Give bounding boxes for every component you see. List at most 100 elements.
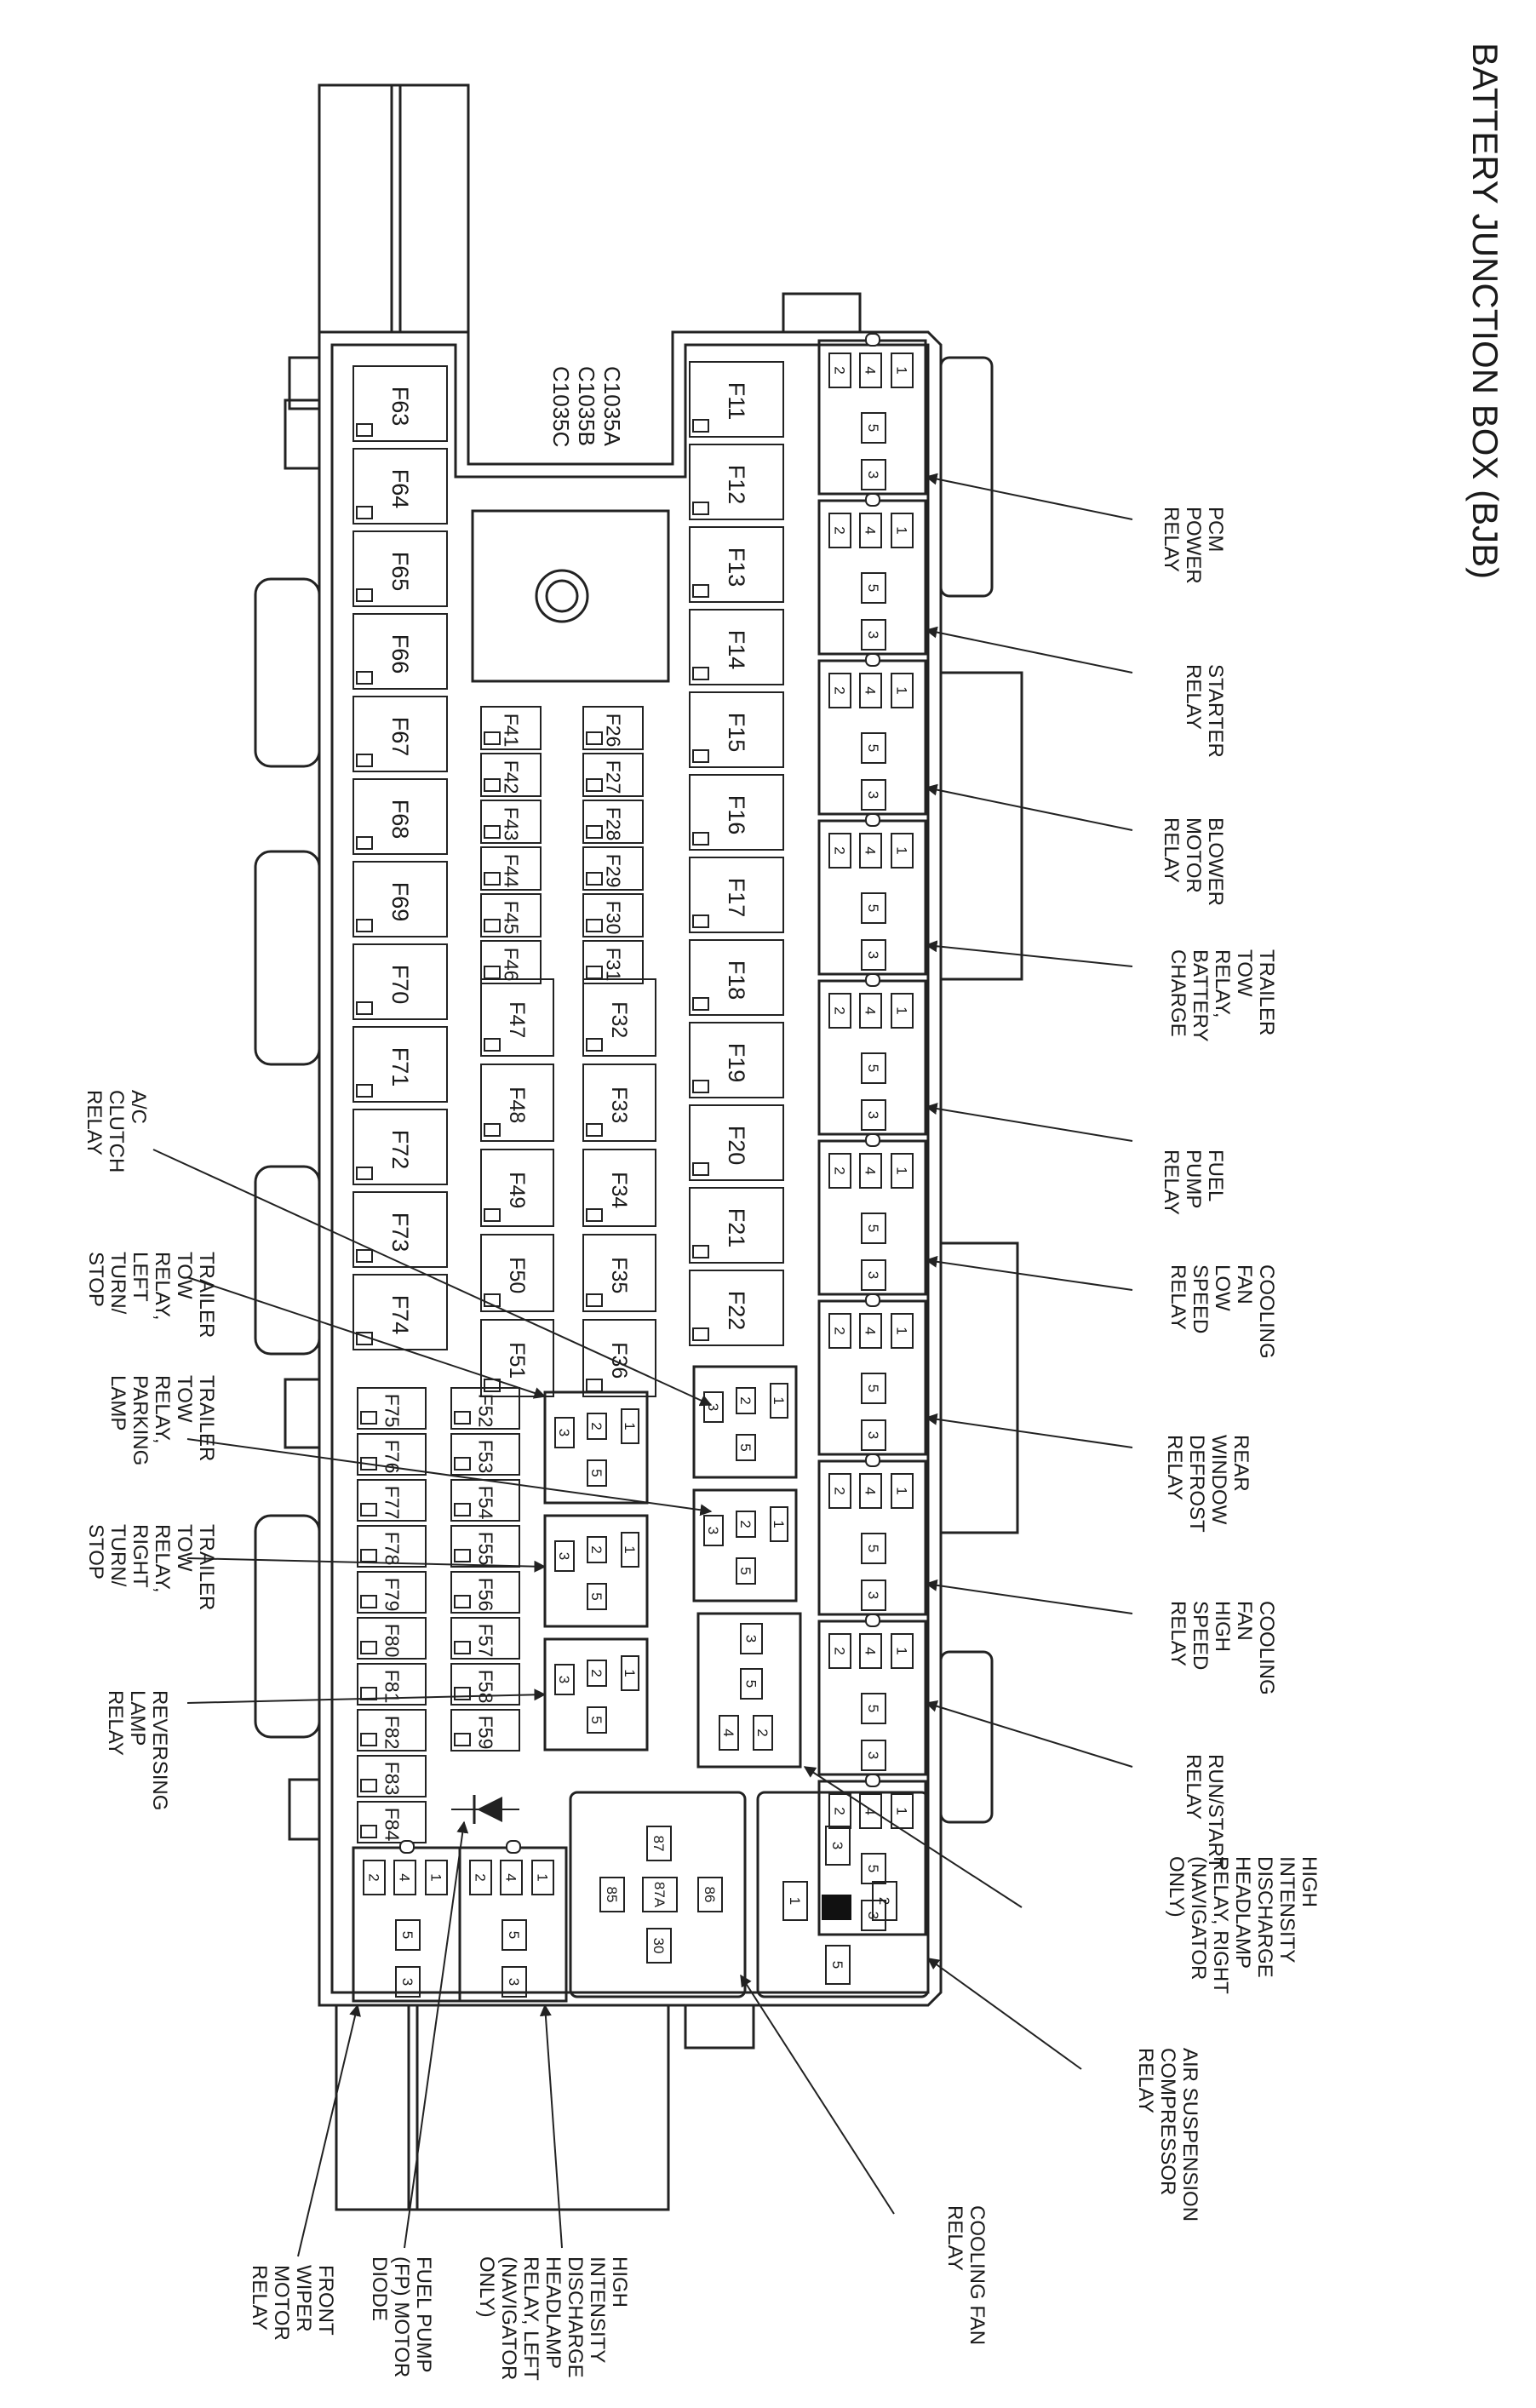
fuse-label: F30 [602, 901, 624, 935]
fuse-f42: F42 [480, 753, 542, 797]
callout-label: FRONT [314, 2265, 337, 2336]
fuse-label: F41 [500, 714, 522, 748]
relay-pin-label: 1 [622, 1422, 638, 1430]
callout-label: RELAY, [151, 1252, 174, 1321]
callout-label: HEADLAMP [542, 2256, 565, 2369]
relay-pin-label: 1 [894, 366, 910, 374]
fuse-layer: F63F64F65F66F67F68F69F70F71F72F73F74F11F… [352, 361, 784, 1843]
relay-pin-label: 4 [863, 526, 879, 534]
relay-pin-label: 4 [863, 686, 879, 694]
fuse-f43: F43 [480, 800, 542, 844]
callout-label: RELAY [1134, 2048, 1157, 2113]
callout-label: PCM [1204, 507, 1227, 552]
callout-label: INTENSITY [586, 2256, 609, 2363]
relay-pin-label: 3 [865, 791, 881, 799]
fuse-label: F73 [387, 1213, 413, 1253]
fuse-f12: F12 [689, 444, 784, 520]
callout-label: DISCHARGE [1253, 1856, 1276, 1978]
fuse-f19: F19 [689, 1022, 784, 1098]
relay-pin-label: 3 [399, 1978, 416, 1986]
fuse-f51: F51 [480, 1319, 554, 1397]
fuse-label: F79 [381, 1578, 403, 1612]
callout-label: FAN [1233, 1601, 1256, 1641]
fuse-label: F51 [505, 1342, 529, 1379]
fuse-f11: F11 [689, 361, 784, 438]
relay-pin-label: 4 [720, 1729, 736, 1736]
fuse-label: F36 [607, 1342, 631, 1379]
fuse-f27: F27 [582, 753, 644, 797]
mega-fuse [471, 509, 670, 683]
relay-pin-label: 5 [865, 1705, 881, 1712]
relay-pin-label: 2 [832, 1006, 848, 1014]
fuse-label: F44 [500, 854, 522, 888]
relay-pin-label: 2 [832, 1807, 848, 1815]
relay-pin-label: 1 [771, 1520, 787, 1528]
fuse-label: F11 [724, 382, 749, 421]
relay-pin-label: 5 [865, 1865, 881, 1872]
callout-label: TRAILER [1255, 949, 1278, 1035]
fuse-f63: F63 [352, 365, 448, 442]
fuse-label: F22 [724, 1291, 749, 1331]
fp-motor-diode [451, 1795, 519, 1824]
fuse-f58: F58 [450, 1663, 520, 1706]
relay-pin-label: 3 [556, 1552, 572, 1560]
callout-label: PUMP [1182, 1150, 1205, 1208]
fuse-label: F15 [724, 713, 749, 753]
fuse-label: F66 [387, 634, 413, 674]
connector-labels: C1035A C1035B C1035C [548, 366, 625, 447]
fuse-f52: F52 [450, 1387, 520, 1430]
fuse-f75: F75 [357, 1387, 427, 1430]
relay-pin-label: 2 [737, 1396, 754, 1404]
callout-label: REAR [1229, 1435, 1252, 1492]
callout-label: TOW [173, 1524, 196, 1572]
fuse-label: F65 [387, 552, 413, 592]
fuse-label: F34 [607, 1172, 631, 1208]
fuse-f74: F74 [352, 1274, 448, 1350]
fuse-label: F55 [474, 1532, 496, 1566]
relay-pin-label: 5 [737, 1443, 754, 1451]
fuse-label: F57 [474, 1624, 496, 1658]
callout-label: COOLING [1255, 1601, 1278, 1695]
fuse-f33: F33 [582, 1064, 656, 1142]
relay-pin-label: 5 [865, 424, 881, 432]
fuse-label: F26 [602, 714, 624, 748]
fuse-label: F49 [505, 1172, 529, 1208]
relay-pin-label: 4 [863, 1006, 879, 1014]
fuse-label: F27 [602, 760, 624, 794]
fuse-f66: F66 [352, 613, 448, 690]
fuse-label: F78 [381, 1532, 403, 1566]
fuse-f79: F79 [357, 1571, 427, 1614]
callout-label: RELAY [83, 1090, 106, 1155]
fuse-label: F82 [381, 1716, 403, 1750]
fuse-f68: F68 [352, 778, 448, 855]
relay-pin-label: 2 [876, 1897, 892, 1905]
fuse-f80: F80 [357, 1617, 427, 1660]
fuse-label: F42 [500, 760, 522, 794]
relay-pin-label: 2 [754, 1729, 771, 1736]
relay-pin-label: 3 [829, 1842, 845, 1849]
relay-pin-label: 2 [832, 1327, 848, 1334]
callout-label: STOP [84, 1524, 107, 1580]
callout-label: TURN/ [106, 1252, 129, 1315]
fuse-f48: F48 [480, 1064, 554, 1142]
callout-label: MOTOR [1182, 817, 1205, 893]
relay-pin-label: 1 [787, 1897, 803, 1905]
fuse-label: F14 [724, 630, 749, 670]
relay-pin-label: 5 [506, 1931, 522, 1939]
fuse-f84: F84 [357, 1801, 427, 1843]
relay-pin-label: 5 [865, 1224, 881, 1232]
relay-pin-label: 3 [865, 1431, 881, 1439]
fuse-label: F54 [474, 1486, 496, 1520]
